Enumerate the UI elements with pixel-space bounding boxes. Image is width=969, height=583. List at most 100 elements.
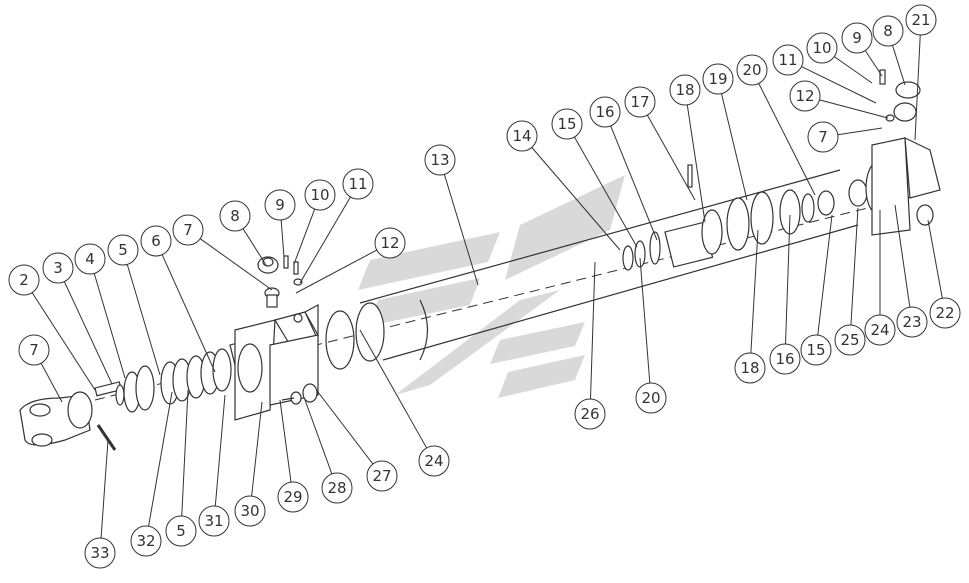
callout-circle-c5b: [165, 515, 197, 547]
callout-leader-c10a: [293, 208, 316, 265]
callout-leader-c1: [40, 362, 63, 403]
callout-circle-c31: [198, 505, 230, 537]
callout-circle-c9a: [264, 189, 296, 221]
callout-leader-c20b: [639, 257, 651, 384]
callout-circle-c23: [896, 306, 928, 338]
callout-leader-c7b: [837, 127, 883, 136]
callout-label-c15b: 15: [806, 341, 825, 359]
callout-label-c11a: 11: [348, 175, 367, 193]
callout-leader-c15b: [817, 214, 833, 336]
callout-circle-c27: [366, 460, 398, 492]
callout-leader-c6: [161, 254, 216, 373]
callout-circle-c2: [8, 264, 40, 296]
callout-leader-c12b: [819, 99, 889, 119]
callout-label-c26: 26: [580, 405, 599, 423]
callout-leader-c32: [148, 391, 173, 527]
callout-leader-c15a: [573, 136, 638, 248]
callout-circle-c19: [702, 63, 734, 95]
callout-leader-c17: [646, 114, 696, 201]
callout-circle-c16b: [769, 343, 801, 375]
callout-label-c7b: 7: [818, 128, 828, 146]
callout-circle-c10b: [806, 32, 838, 64]
callout-leader-c19: [721, 93, 748, 201]
callout-circle-c18b: [734, 352, 766, 384]
callout-leader-c5b: [181, 389, 189, 517]
piston-assembly: [622, 164, 835, 271]
callout-circle-c17: [624, 86, 656, 118]
callout-circle-c8b: [872, 15, 904, 47]
callout-circle-c24b: [864, 314, 896, 346]
callout-circle-c9b: [841, 22, 873, 54]
callout-label-c19: 19: [708, 70, 727, 88]
callout-leader-c9a: [280, 219, 285, 258]
callout-circle-c3: [42, 252, 74, 284]
callout-leader-c20a: [758, 83, 816, 196]
callout-leader-c11b: [801, 66, 877, 104]
callout-label-c32: 32: [136, 532, 155, 550]
callout-label-c12b: 12: [795, 87, 814, 105]
callout-leader-c18b: [750, 229, 759, 354]
callout-circle-c6: [140, 225, 172, 257]
callout-leader-c16a: [610, 125, 658, 241]
callout-circle-c18a: [669, 74, 701, 106]
callout-label-c13: 13: [430, 151, 449, 169]
watermark-logo: [358, 175, 625, 398]
callout-label-c24a: 24: [424, 452, 443, 470]
rod-seals-group: [94, 337, 271, 413]
callout-label-c6: 6: [151, 232, 161, 250]
callout-leader-c24a: [359, 329, 428, 449]
callout-leader-c14: [531, 147, 621, 251]
callout-label-c2: 2: [19, 271, 29, 289]
front-head-block: [234, 303, 319, 421]
callout-leader-c28: [304, 399, 333, 475]
callout-label-c24b: 24: [870, 321, 889, 339]
clevis-part: [19, 391, 93, 447]
callout-leader-c33: [100, 439, 109, 539]
callout-leader-c23: [894, 204, 911, 308]
callout-leader-c16b: [785, 214, 791, 345]
callout-circle-c30: [234, 495, 266, 527]
callout-label-c28: 28: [327, 479, 346, 497]
callout-circle-c1: [18, 334, 50, 366]
callout-circle-c11a: [342, 168, 374, 200]
callout-leader-c8b: [892, 45, 906, 86]
callout-circle-c7b: [807, 121, 839, 153]
pin-part-33: [96, 424, 117, 451]
callout-leader-c22: [927, 219, 943, 299]
callout-label-c25: 25: [840, 331, 859, 349]
callout-circle-c29: [277, 481, 309, 513]
callout-leader-c29: [279, 399, 292, 483]
front-fittings: [257, 255, 303, 308]
assembly-axis: [94, 194, 921, 401]
callout-leader-c10b: [834, 56, 873, 84]
callout-leader-c30: [251, 401, 263, 497]
callout-label-c22: 22: [935, 304, 954, 322]
callout-label-c20b: 20: [641, 389, 660, 407]
callout-label-c3: 3: [53, 259, 63, 277]
callout-label-c5a: 5: [118, 241, 128, 259]
callout-label-c7a: 7: [183, 221, 193, 239]
callout-circle-c33: [84, 537, 116, 569]
callout-label-c1: 7: [29, 341, 39, 359]
callout-leader-c25: [850, 207, 859, 326]
callout-leader-c13: [443, 174, 479, 286]
callout-circle-c32: [130, 525, 162, 557]
callout-label-c5b: 5: [176, 522, 186, 540]
callout-label-c23: 23: [902, 313, 921, 331]
callout-label-c33: 33: [90, 544, 109, 562]
callout-leader-c31: [214, 394, 226, 507]
callout-circle-c7a: [172, 214, 204, 246]
rear-head-block: [848, 69, 941, 236]
callout-circle-c24a: [418, 445, 450, 477]
callout-circle-c15b: [800, 334, 832, 366]
callout-leader-c12a: [295, 249, 377, 294]
callout-leader-c2: [31, 292, 96, 391]
callout-label-c29: 29: [283, 488, 302, 506]
callout-label-c8a: 8: [230, 207, 240, 225]
callout-leader-c11a: [299, 196, 351, 284]
callout-label-c9a: 9: [275, 196, 285, 214]
callout-label-c8b: 8: [883, 22, 893, 40]
callout-label-c10b: 10: [812, 39, 831, 57]
